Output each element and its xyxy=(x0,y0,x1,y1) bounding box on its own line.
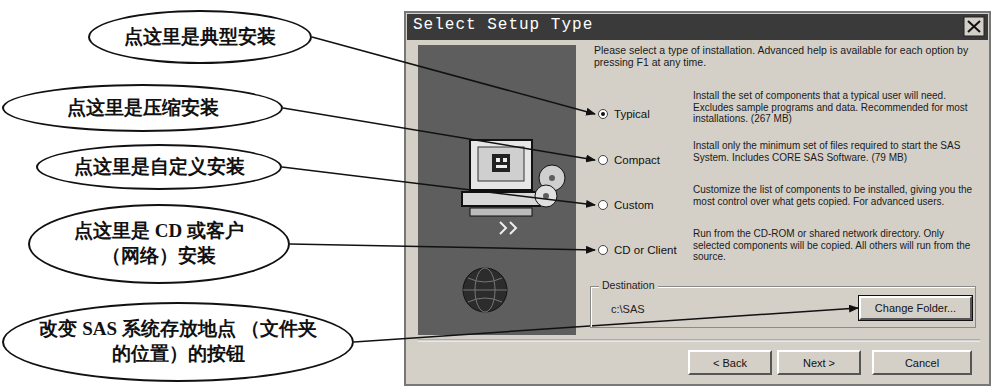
push-button: Change Folder... xyxy=(859,296,972,320)
radio-button xyxy=(598,155,608,165)
folder-path: c:\SAS xyxy=(611,303,645,315)
separator xyxy=(418,341,980,342)
leader-arrow xyxy=(283,108,595,160)
option-description: Install only the minimum set of files re… xyxy=(693,140,983,163)
instruction-text: Please select a type of installation. Ad… xyxy=(594,44,984,68)
callout-ellipse: 点这里是 CD 或客户 （网络）安装 xyxy=(28,204,290,284)
callout-ellipse: 点这里是典型安装 xyxy=(88,10,312,64)
callout-ellipse: 点这里是自定义安装 xyxy=(36,144,282,190)
illustration-panel xyxy=(418,45,576,335)
group-caption: Destination xyxy=(599,279,658,291)
button-label: < Back xyxy=(713,357,747,369)
setup-dialog: Select Setup TypePlease select a type of… xyxy=(405,12,990,385)
window-body xyxy=(405,12,990,385)
button-label: Cancel xyxy=(905,357,939,369)
radio-option: Typical Install the set of components tha… xyxy=(596,90,986,138)
button-label: Next > xyxy=(803,357,835,369)
option-label: CD or Client xyxy=(614,244,677,256)
button-label: Change Folder... xyxy=(875,302,956,314)
callout-text: 点这里是压缩安装 xyxy=(67,96,219,121)
callout-ellipse: 改变 SAS 系统存放地点 （文件夹的位置）的按钮 xyxy=(2,302,354,382)
callout-text: 点这里是自定义安装 xyxy=(74,155,245,180)
window-title: Select Setup Type xyxy=(413,16,593,34)
callout-text: 点这里是 CD 或客户 （网络）安装 xyxy=(54,219,264,268)
option-description: Customize the list of components to be i… xyxy=(693,184,983,207)
globe-icon xyxy=(463,268,507,312)
leader-arrow xyxy=(282,167,595,205)
radio-option: CD or Client Run from the CD-ROM or share… xyxy=(596,228,986,272)
computer-icon xyxy=(462,140,540,216)
radio-option: Compact Install only the minimum set of f… xyxy=(596,140,986,180)
radio-option: Custom Customize the list of components t… xyxy=(596,184,986,226)
small-arrows xyxy=(500,222,516,234)
option-label: Custom xyxy=(614,199,654,211)
push-button: < Back xyxy=(688,350,772,375)
separator xyxy=(418,340,980,341)
close-box xyxy=(964,17,984,36)
push-button: Cancel xyxy=(872,350,972,375)
radio-button xyxy=(598,109,608,119)
option-label: Typical xyxy=(614,108,650,120)
radio-button xyxy=(598,200,608,210)
leader-arrow xyxy=(312,37,595,114)
callout-text: 改变 SAS 系统存放地点 （文件夹的位置）的按钮 xyxy=(37,317,319,366)
leader-arrow xyxy=(354,308,858,342)
leader-arrow xyxy=(290,244,595,250)
option-label: Compact xyxy=(614,154,660,166)
option-description: Install the set of components that a typ… xyxy=(693,90,983,125)
callout-ellipse: 点这里是压缩安装 xyxy=(2,84,283,132)
radio-button xyxy=(598,245,608,255)
destination-group: Destinationc:\SASChange Folder... xyxy=(590,286,976,328)
callout-text: 点这里是典型安装 xyxy=(124,25,276,50)
title-bar xyxy=(407,14,988,40)
option-description: Run from the CD-ROM or shared network di… xyxy=(693,228,983,263)
push-button: Next > xyxy=(777,350,861,375)
